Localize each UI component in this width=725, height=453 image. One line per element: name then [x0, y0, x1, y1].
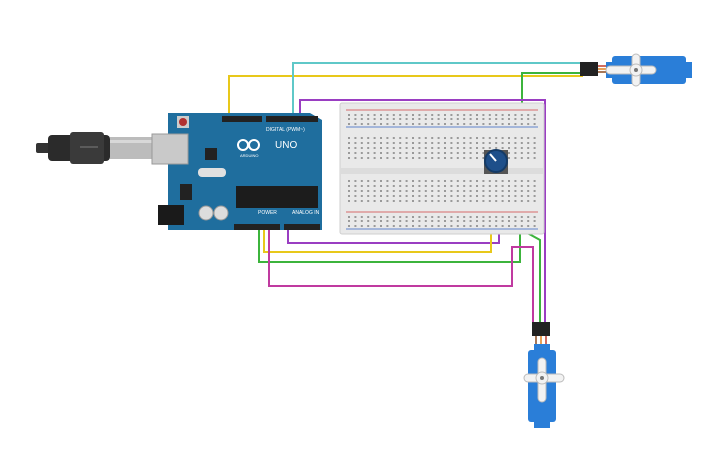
servo-bottom-connector: [532, 322, 550, 336]
power-header: [234, 224, 280, 230]
atmega-chip: [236, 186, 318, 208]
small-chip: [205, 148, 217, 160]
power-jack: [158, 205, 184, 225]
breadboard[interactable]: [339, 102, 545, 235]
breadboard-holes: [348, 114, 536, 227]
crystal: [198, 168, 226, 177]
servo-top-connector: [580, 62, 598, 76]
servo-bottom[interactable]: [523, 322, 565, 428]
digital-header-left: [222, 116, 262, 122]
usb-cable-tip: [36, 143, 50, 153]
wire-cyan-top[interactable]: [292, 62, 582, 118]
analog-label: ANALOG IN: [292, 210, 320, 216]
usb-cable-ridge: [70, 132, 104, 164]
wire-magenta[interactable]: [268, 228, 534, 330]
servo-top-horn: [605, 53, 657, 87]
uno-label: UNO: [275, 140, 297, 151]
analog-header: [284, 224, 320, 230]
logo-text: ARDUINO: [240, 153, 258, 158]
arduino-logo: ARDUINO: [237, 139, 260, 158]
arduino-uno[interactable]: DIGITAL (PWM~) ARDUINO UNO POWER ANALOG …: [151, 113, 322, 230]
capacitor-1: [198, 205, 214, 221]
servo-top[interactable]: [580, 53, 692, 87]
digital-header-label: DIGITAL (PWM~): [266, 127, 305, 133]
usb-port: [151, 133, 189, 165]
usb-cable: [36, 132, 154, 164]
regulator: [180, 184, 192, 200]
potentiometer[interactable]: [484, 149, 508, 174]
power-label: POWER: [258, 210, 277, 216]
digital-header-right: [266, 116, 318, 122]
capacitor-2: [213, 205, 229, 221]
wire-purple[interactable]: [299, 99, 546, 328]
